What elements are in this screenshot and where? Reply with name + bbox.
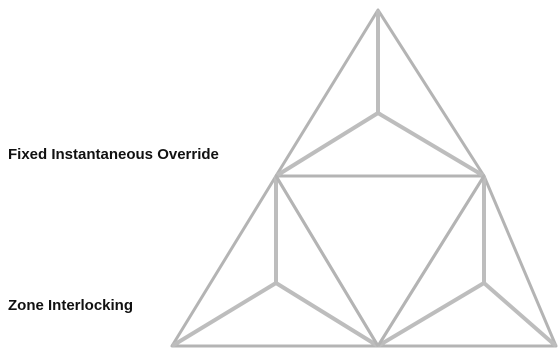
middle-triangle xyxy=(274,175,486,347)
bottom-right-triangle-inner-left xyxy=(376,281,486,348)
top-triangle xyxy=(274,8,486,178)
bottom-right-triangle-inner-right xyxy=(482,281,558,348)
bottom-left-triangle-inner-left xyxy=(170,281,278,348)
label-zone-interlocking: Zone Interlocking xyxy=(8,297,134,314)
label-fixed-instantaneous-override: Fixed Instantaneous Override xyxy=(8,146,219,163)
top-triangle-outline xyxy=(274,8,486,178)
bottom-left-triangle xyxy=(170,174,380,348)
bottom-left-triangle-inner-right xyxy=(274,281,380,348)
middle-triangle-left-edge xyxy=(274,175,380,347)
top-triangle-inner-left xyxy=(274,111,380,178)
top-triangle-inner-right xyxy=(376,111,486,178)
middle-triangle-right-edge xyxy=(376,175,486,347)
